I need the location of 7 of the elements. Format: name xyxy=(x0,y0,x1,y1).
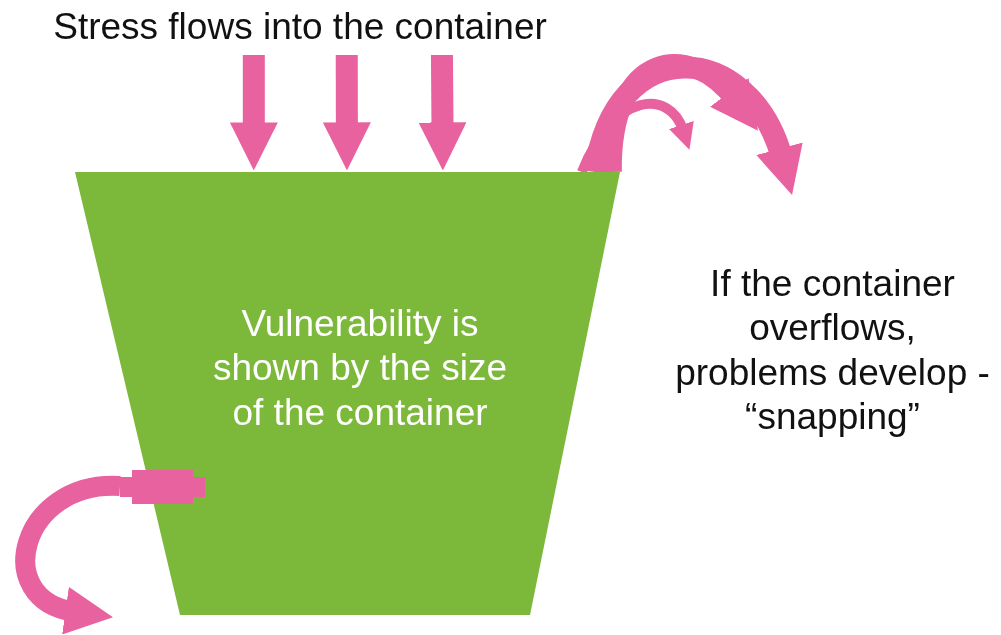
curved-arrow xyxy=(577,98,693,175)
arrow xyxy=(229,55,278,171)
heading-text: Stress flows into the container xyxy=(53,5,547,49)
note-text: If the container overflows, problems develop - “snapping” xyxy=(675,262,990,440)
arrow xyxy=(322,54,371,171)
arrow xyxy=(418,54,467,171)
container-label: Vulnerability is shown by the size of the container xyxy=(211,302,509,435)
